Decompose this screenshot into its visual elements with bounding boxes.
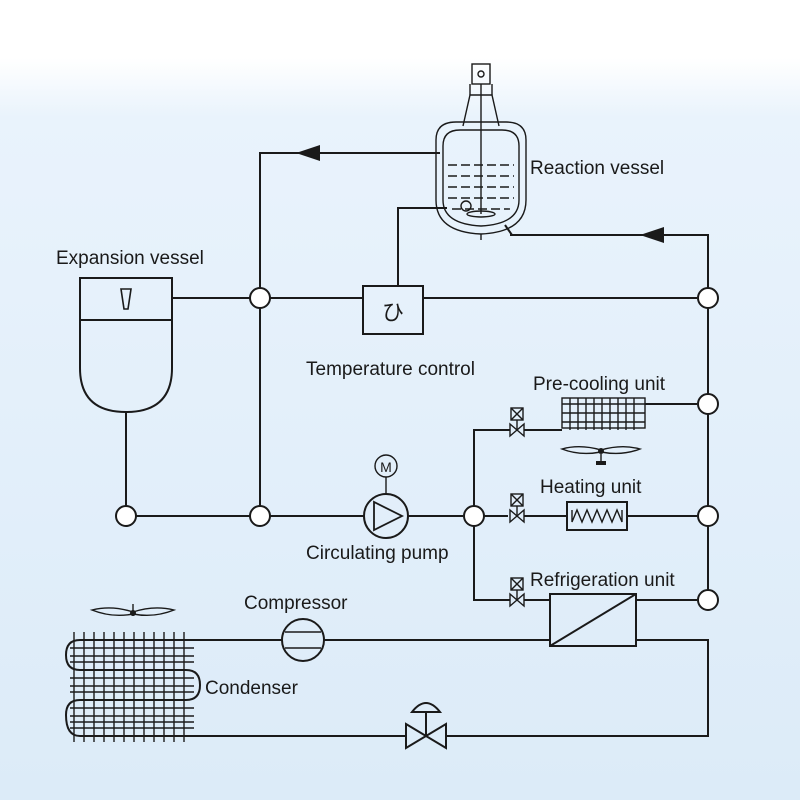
junction-node [249, 505, 271, 527]
compressor [281, 618, 325, 662]
reaction-vessel-label: Reaction vessel [530, 158, 664, 179]
pipework [125, 152, 709, 737]
condenser-label: Condenser [205, 678, 299, 699]
motor-symbol: M [380, 459, 392, 475]
condenser [64, 604, 202, 742]
expansion-vessel [79, 277, 173, 414]
temperature-control-label: Temperature control [306, 359, 475, 380]
pipe-refrig-return [446, 639, 709, 737]
background-band [0, 58, 800, 800]
precooling-unit [559, 397, 646, 465]
pump-arrow-icon [373, 500, 405, 532]
pipe-branch-up [473, 429, 510, 506]
pipe-reactor-feed [510, 234, 709, 288]
junction-node [697, 505, 719, 527]
top-margin [0, 0, 800, 58]
circulating-pump-label: Circulating pump [306, 543, 449, 564]
junction-node [697, 393, 719, 415]
temperature-control-symbol: ひ [382, 301, 404, 326]
junction-node [115, 505, 137, 527]
circulating-pump: M [363, 454, 409, 539]
temperature-control: ひ [362, 285, 424, 335]
level-indicator-icon [120, 288, 132, 310]
reaction-vessel [435, 63, 527, 240]
junction-node [463, 505, 485, 527]
junction-node [249, 287, 271, 309]
branch-valve-upper [509, 407, 525, 438]
junction-node [697, 589, 719, 611]
expansion-vessel-label: Expansion vessel [56, 248, 204, 269]
pipe-branch-down [473, 526, 510, 601]
branch-valve-middle [509, 493, 525, 524]
motor-icon [374, 454, 398, 478]
expansion-valve [405, 702, 447, 750]
refrigeration-unit [549, 593, 637, 647]
compressor-label: Compressor [244, 593, 348, 614]
junction-node [697, 287, 719, 309]
heating-unit [566, 501, 628, 531]
pipe-tc-sensor [397, 207, 447, 286]
junction-nodes [115, 287, 719, 611]
pipe-reactor-return [259, 152, 440, 298]
flow-arrow-left-icon [640, 227, 664, 243]
precooling-unit-label: Pre-cooling unit [533, 374, 666, 395]
flow-arrow-left-icon [296, 145, 320, 161]
heating-unit-label: Heating unit [540, 477, 642, 498]
branch-valve-lower [509, 577, 525, 608]
refrigeration-unit-label: Refrigeration unit [530, 570, 675, 591]
